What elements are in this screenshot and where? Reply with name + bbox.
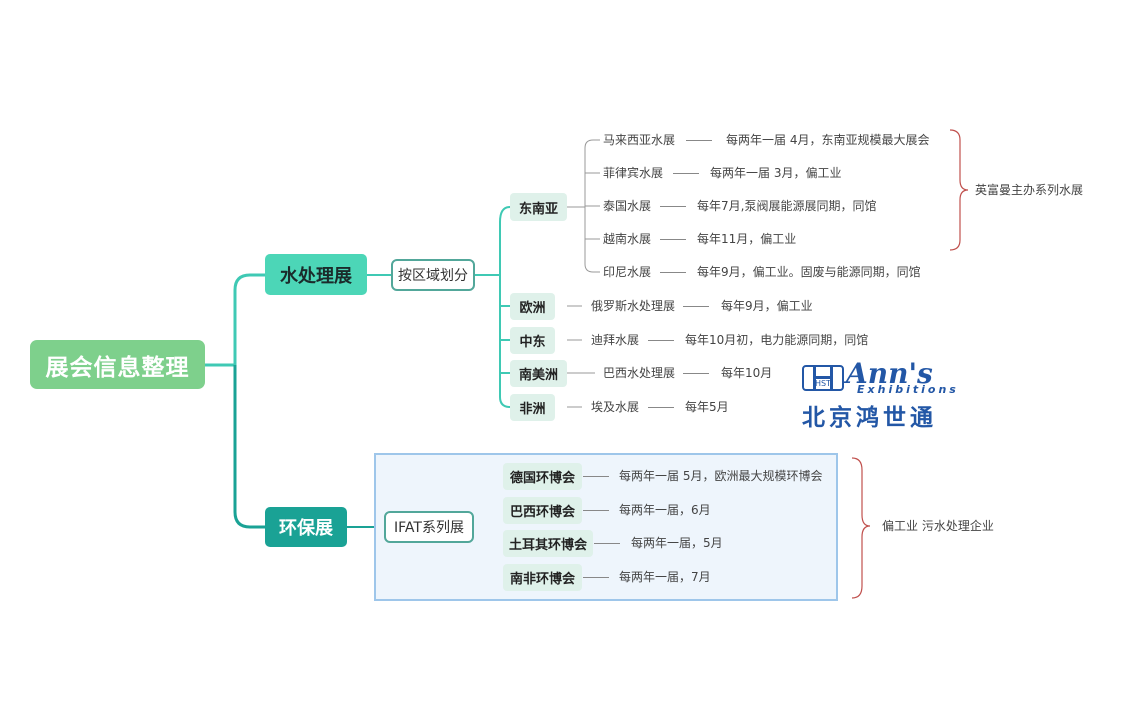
egypt-water-show: 埃及水展 <box>591 400 640 414</box>
egypt-water-show-desc: 每年5月 <box>685 400 729 414</box>
indonesia-water-show-desc: 每年9月，偏工业。固废与能源同期，同馆 <box>697 265 921 279</box>
ifat-germany-node[interactable]: 德国环博会 <box>503 463 582 490</box>
region-southeast-asia[interactable]: 东南亚 <box>510 193 567 221</box>
philippines-water-show: 菲律宾水展 <box>603 166 664 180</box>
ifat-series-node[interactable]: IFAT系列展 <box>384 511 474 543</box>
ifat-germany-desc: 每两年一届 5月，欧洲最大规模环博会 <box>619 469 823 483</box>
water-treatment-node[interactable]: 水处理展 <box>265 254 367 295</box>
dubai-water-show-desc: 每年10月初，电力能源同期，同馆 <box>685 333 869 347</box>
brazil-water-show-desc: 每年10月 <box>721 366 773 380</box>
indonesia-water-show: 印尼水展 <box>603 265 652 279</box>
russia-water-show-desc: 每年9月，偏工业 <box>721 299 813 313</box>
ifat-south-africa-node[interactable]: 南非环博会 <box>503 564 582 591</box>
malaysia-water-show: 马来西亚水展 <box>603 133 676 147</box>
ifat-brazil-desc: 每两年一届，6月 <box>619 503 711 517</box>
svg-text:HST: HST <box>815 379 831 388</box>
informa-series-note: 英富曼主办系列水展 <box>975 183 1084 197</box>
beijing-hongshitong-logo-text: 北京鸿世通 <box>802 405 937 431</box>
hst-logo-icon: HST <box>802 365 844 391</box>
vietnam-water-show-desc: 每年11月，偏工业 <box>697 232 797 246</box>
environmental-protection-node[interactable]: 环保展 <box>265 507 347 547</box>
ifat-south-africa-desc: 每两年一届，7月 <box>619 570 711 584</box>
dubai-water-show: 迪拜水展 <box>591 333 640 347</box>
thailand-water-show: 泰国水展 <box>603 199 652 213</box>
region-middle-east[interactable]: 中东 <box>510 327 555 354</box>
region-south-america[interactable]: 南美洲 <box>510 360 567 387</box>
division-by-region-node[interactable]: 按区域划分 <box>391 259 475 291</box>
thailand-water-show-desc: 每年7月,泵阀展能源展同期，同馆 <box>697 199 877 213</box>
ifat-brazil-node[interactable]: 巴西环博会 <box>503 497 582 524</box>
region-europe[interactable]: 欧洲 <box>510 293 555 320</box>
industrial-wastewater-note: 偏工业 污水处理企业 <box>882 519 994 533</box>
exhibitions-logo-text: Exhibitions <box>857 383 959 396</box>
russia-water-show: 俄罗斯水处理展 <box>591 299 676 313</box>
malaysia-water-show-desc: 每两年一届 4月，东南亚规模最大展会 <box>726 133 930 147</box>
vietnam-water-show: 越南水展 <box>603 232 652 246</box>
ifat-turkey-node[interactable]: 土耳其环博会 <box>503 530 593 557</box>
anns-logo-text: Ann's <box>846 357 933 390</box>
philippines-water-show-desc: 每两年一届 3月，偏工业 <box>710 166 842 180</box>
ifat-turkey-desc: 每两年一届，5月 <box>631 536 723 550</box>
root-node[interactable]: 展会信息整理 <box>30 340 205 389</box>
region-africa[interactable]: 非洲 <box>510 394 555 421</box>
brazil-water-show: 巴西水处理展 <box>603 366 676 380</box>
